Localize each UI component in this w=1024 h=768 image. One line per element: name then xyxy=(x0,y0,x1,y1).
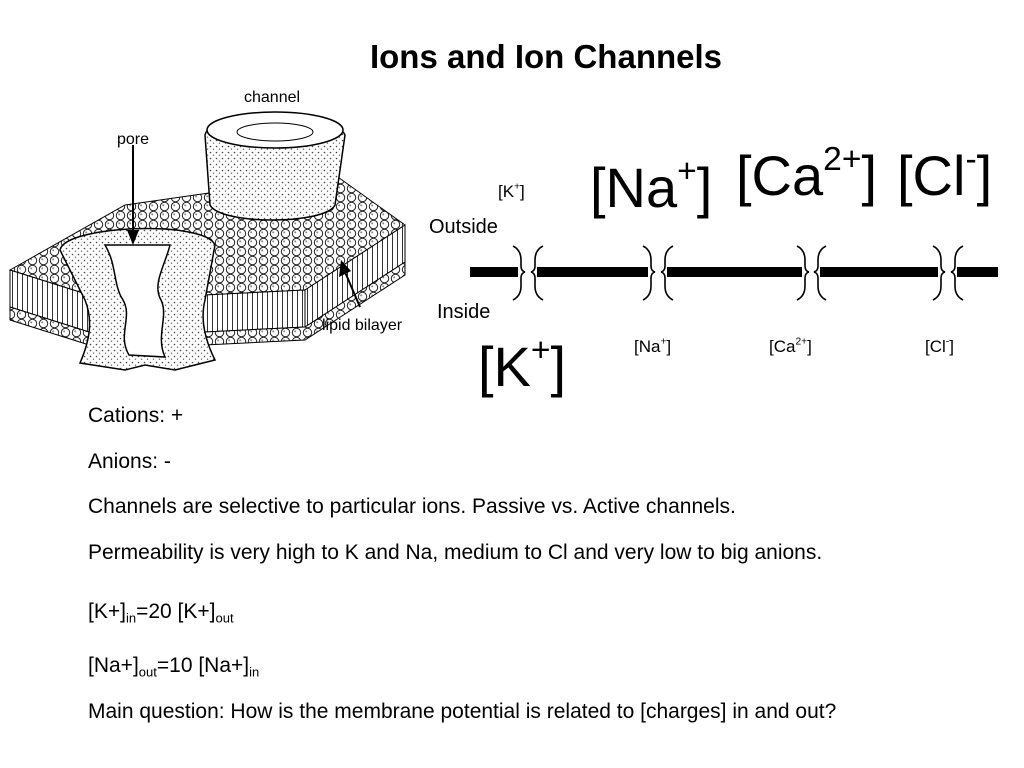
inside-cl-concentration: [Cl-] xyxy=(925,336,954,356)
inside-label: Inside xyxy=(437,301,491,323)
k-ratio-line: [K+]in=20 [K+]out xyxy=(88,600,234,626)
page-title: Ions and Ion Channels xyxy=(369,38,723,75)
ion-channel-illustration xyxy=(8,111,406,371)
channel-bracket xyxy=(950,245,964,301)
channel-bracket xyxy=(813,245,827,301)
channel-bracket xyxy=(642,245,656,301)
channel-bracket xyxy=(932,245,946,301)
outside-cl-concentration: [Cl-] xyxy=(897,140,993,207)
inside-k-concentration: [K+] xyxy=(478,331,567,398)
channels-selectivity-line: Channels are selective to particular ion… xyxy=(88,495,736,518)
channel-label: channel xyxy=(244,89,301,106)
outside-k-concentration: [K+] xyxy=(498,181,525,201)
channel-bracket xyxy=(530,245,544,301)
pore-label: pore xyxy=(117,131,150,148)
main-question-line: Main question: How is the membrane poten… xyxy=(88,700,837,723)
na-ratio-line: [Na+]out=10 [Na+]in xyxy=(88,654,260,680)
outside-ca-concentration: [Ca2+] xyxy=(736,140,878,207)
cations-line: Cations: + xyxy=(88,404,184,427)
inside-na-concentration: [Na+] xyxy=(634,336,672,356)
permeability-line: Permeability is very high to K and Na, m… xyxy=(88,541,823,564)
outside-na-concentration: [Na+] xyxy=(590,152,713,219)
anions-line: Anions: - xyxy=(88,450,171,473)
lipid-bilayer-label: lipid bilayer xyxy=(322,317,403,334)
channel-bracket xyxy=(660,245,674,301)
channel-bracket xyxy=(512,245,526,301)
channel-bracket xyxy=(796,245,810,301)
outside-label: Outside xyxy=(429,216,498,238)
inside-ca-concentration: [Ca2+] xyxy=(769,336,812,356)
membrane-channel-schematic xyxy=(470,245,998,301)
